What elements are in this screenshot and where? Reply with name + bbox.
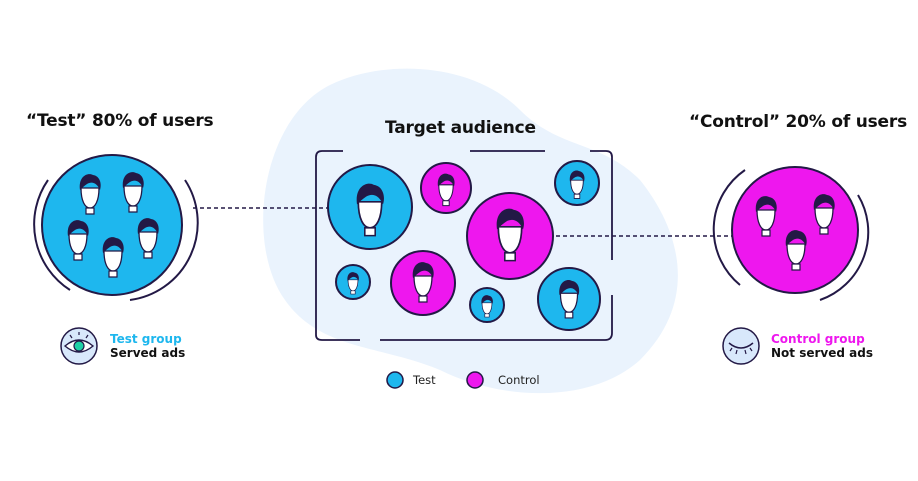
- test-title: “Test” 80% of users: [26, 111, 214, 131]
- legend-dot-test: [386, 371, 404, 389]
- test-group-circle: [33, 154, 199, 301]
- control-group-label: Control group: [771, 332, 865, 346]
- audience-bubble-control-3: [390, 250, 456, 316]
- audience-bubble-test-5: [537, 267, 601, 331]
- control-title: “Control” 20% of users: [689, 112, 907, 132]
- audience-bubble-control-2: [466, 192, 554, 280]
- target-audience-frame: [315, 150, 613, 341]
- audience-bubble-test-3: [335, 264, 371, 300]
- eye-closed-icon: [722, 327, 760, 365]
- audience-bubble-test-1: [327, 164, 413, 250]
- audience-bubble-test-4: [469, 287, 505, 323]
- test-group-label: Test group: [110, 332, 182, 346]
- eye-open-icon: [60, 327, 98, 365]
- legend-dot-control: [466, 371, 484, 389]
- legend-label-control: Control: [498, 373, 540, 387]
- control-group-note: Not served ads: [771, 346, 873, 360]
- audience-bubble-control-1: [420, 162, 472, 214]
- audience-bubble-test-2: [554, 160, 600, 206]
- test-group-note: Served ads: [110, 346, 186, 360]
- target-title: Target audience: [385, 118, 536, 138]
- control-group-circle: [712, 166, 870, 301]
- legend-label-test: Test: [413, 373, 436, 387]
